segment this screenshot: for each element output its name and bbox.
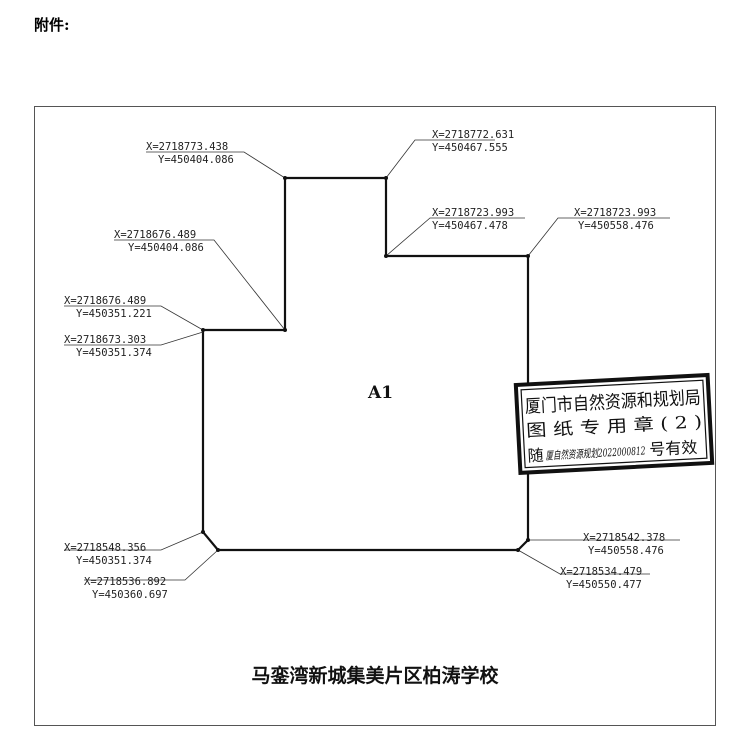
leader-line — [527, 217, 670, 257]
coord-x: X=2718772.631 — [432, 129, 514, 141]
vertex-marker — [384, 254, 388, 258]
coord-y: Y=450351.374 — [76, 347, 152, 359]
coord-y: Y=450550.477 — [566, 579, 642, 591]
vertex-marker — [201, 530, 205, 534]
stamp-inner-border — [520, 379, 708, 469]
drawing-frame — [34, 106, 716, 726]
attachment-label: 附件: — [34, 16, 70, 34]
leader-line — [146, 151, 286, 179]
stamp-handwritten-number: 厦自然资源规划2022000812 — [545, 444, 646, 462]
leader-line — [64, 331, 204, 346]
parcel-id: A1 — [367, 383, 393, 403]
vertex-marker — [216, 548, 220, 552]
vertex-marker — [201, 328, 205, 332]
stamp-note-prefix: 随 — [527, 446, 544, 466]
coord-y: Y=450351.374 — [76, 555, 152, 567]
leader-lines — [64, 139, 680, 581]
stamp-border — [513, 372, 715, 476]
drawing-caption: 马銮湾新城集美片区柏涛学校 — [251, 664, 499, 687]
coord-y: Y=450351.221 — [76, 308, 152, 320]
coord-x: X=2718723.993 — [432, 207, 514, 219]
coord-x: X=2718673.303 — [64, 334, 146, 346]
coord-y: Y=450558.476 — [588, 545, 664, 557]
coord-x: X=2718676.489 — [114, 229, 196, 241]
leader-line — [64, 531, 204, 551]
parcel-boundary — [201, 176, 530, 552]
coord-y: Y=450558.476 — [578, 220, 654, 232]
coord-x: X=2718723.993 — [574, 207, 656, 219]
vertex-marker — [283, 328, 287, 332]
stamp-note-suffix: 号有效 — [649, 438, 698, 459]
leader-line — [517, 549, 650, 575]
leader-line — [84, 549, 219, 581]
coord-y: Y=450360.697 — [92, 589, 168, 601]
coord-x: X=2718542.378 — [583, 532, 665, 544]
coord-y: Y=450467.555 — [432, 142, 508, 154]
coord-x: X=2718536.892 — [84, 576, 166, 588]
approval-stamp: 厦门市自然资源和规划局 图 纸 专 用 章 ( 2 ) 随 厦自然资源规划202… — [513, 372, 715, 476]
vertex-marker — [526, 538, 530, 542]
vertex-marker — [283, 176, 287, 180]
vertex-markers — [201, 176, 530, 552]
leader-line — [385, 139, 495, 179]
coord-x: X=2718534.479 — [560, 566, 642, 578]
coord-y: Y=450404.086 — [128, 242, 204, 254]
leader-line — [114, 239, 286, 331]
leader-line — [64, 305, 204, 331]
vertex-marker — [516, 548, 520, 552]
coord-x: X=2718773.438 — [146, 141, 228, 153]
coord-x: X=2718676.489 — [64, 295, 146, 307]
vertex-marker — [526, 254, 530, 258]
coordinate-labels: X=2718773.438 Y=450404.086 X=2718772.631… — [64, 129, 665, 601]
coord-x: X=2718548.356 — [64, 542, 146, 554]
coord-y: Y=450467.478 — [432, 220, 508, 232]
coord-y: Y=450404.086 — [158, 154, 234, 166]
vertex-marker — [384, 176, 388, 180]
leader-line — [385, 217, 525, 257]
